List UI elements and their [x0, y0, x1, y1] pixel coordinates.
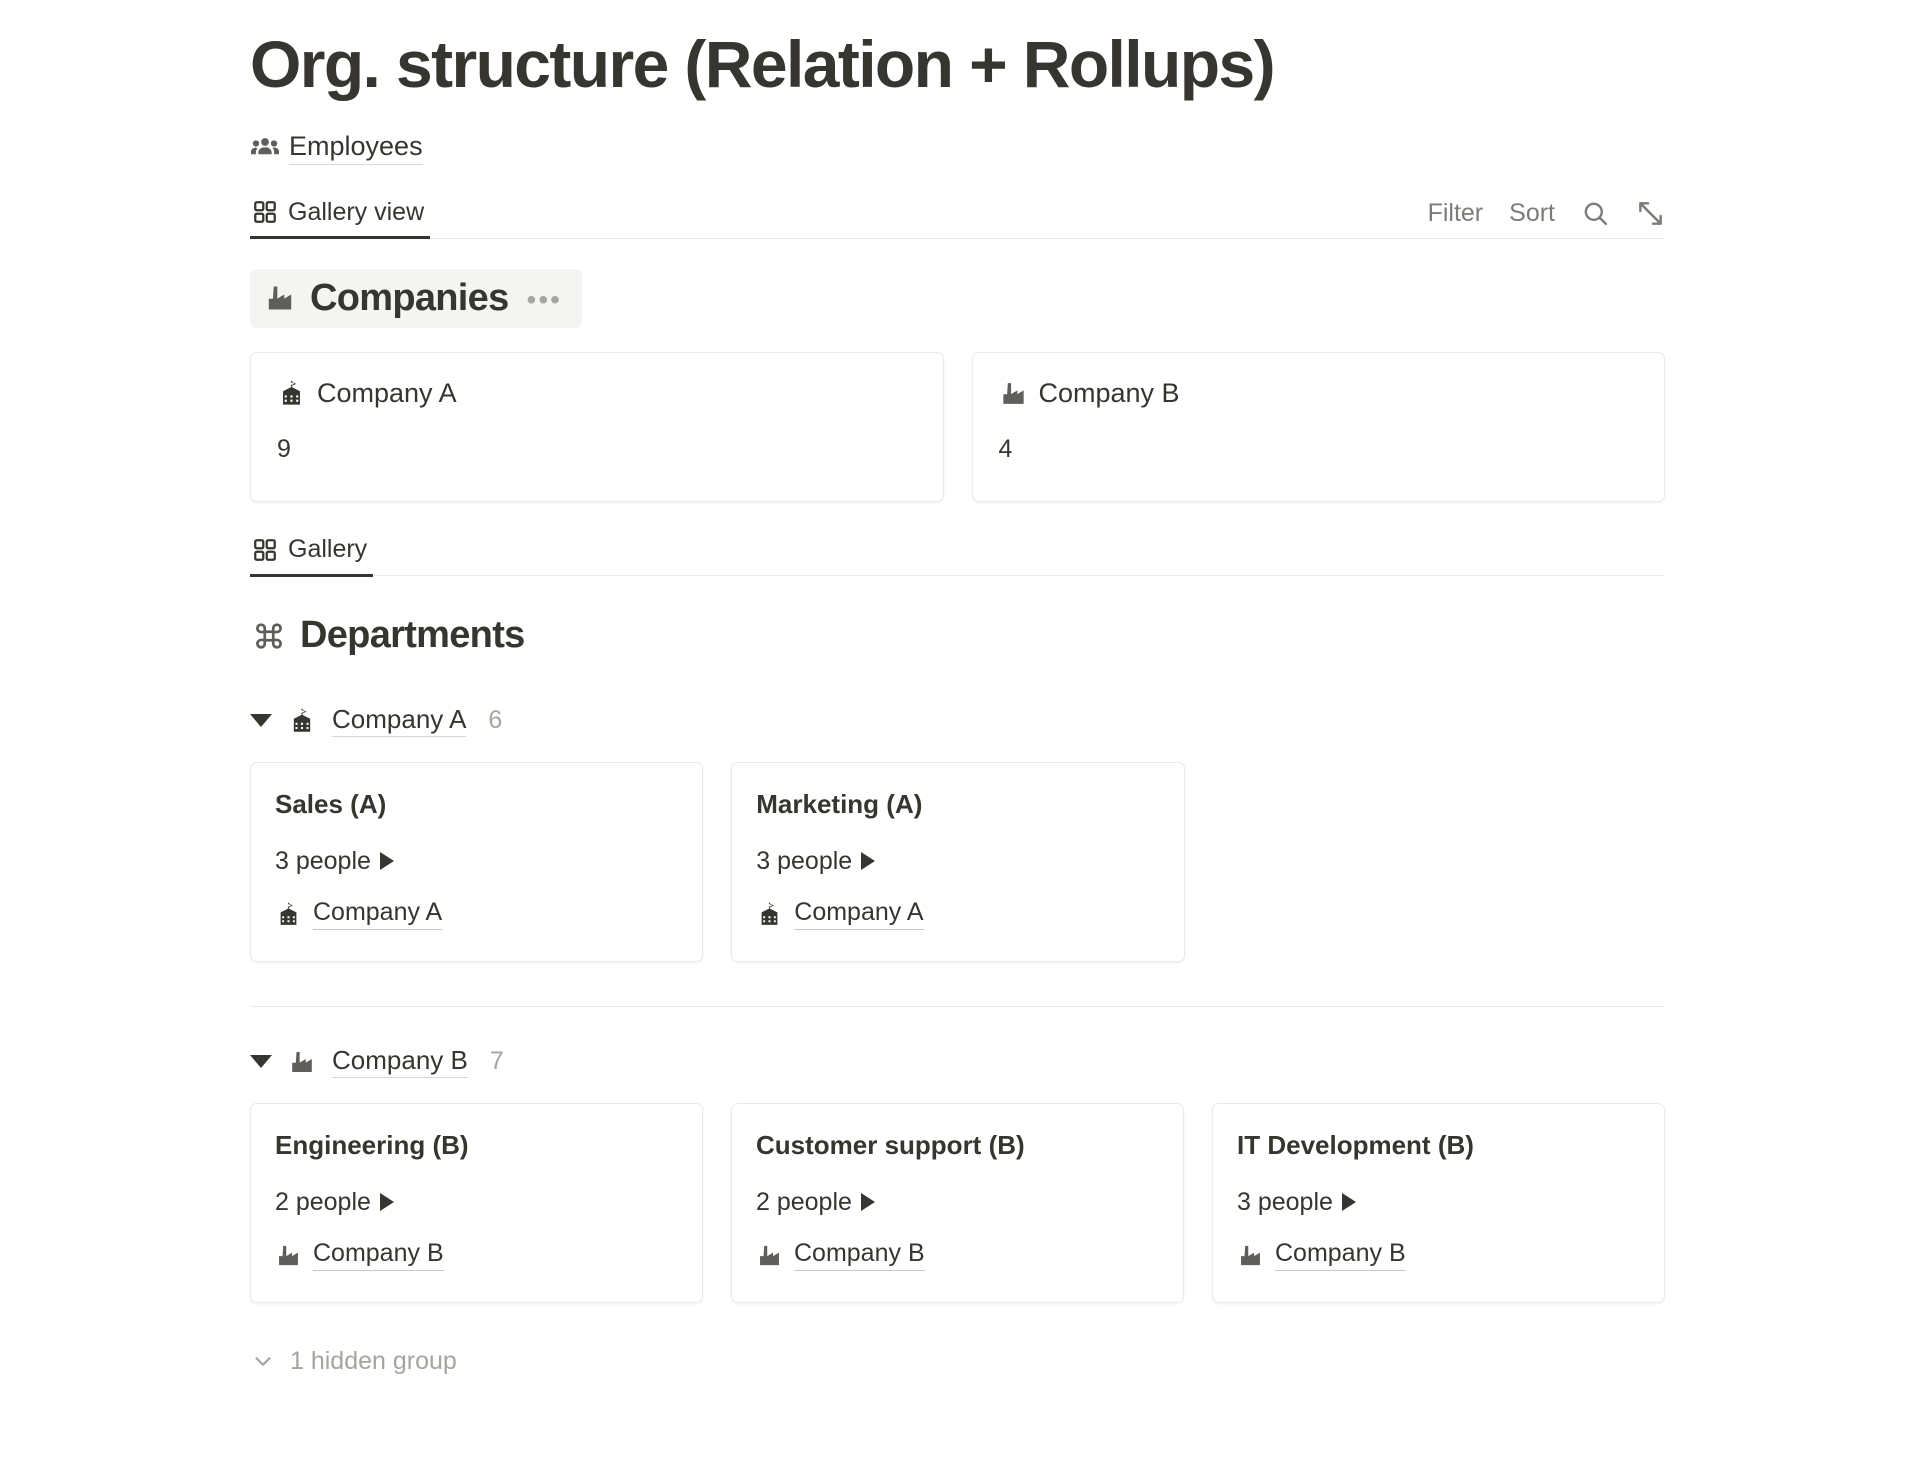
triangle-right-icon[interactable] [860, 1193, 875, 1212]
department-card-title: IT Development (B) [1237, 1129, 1474, 1160]
people-icon [250, 133, 280, 163]
page-content: Org. structure (Relation + Rollups) Empl… [250, 0, 1665, 1376]
school-building-icon [288, 707, 316, 735]
department-card-relation-label[interactable]: Company B [1275, 1239, 1406, 1271]
group-divider [250, 1005, 1665, 1007]
department-card-relation[interactable]: Company B [1237, 1239, 1640, 1271]
expand-diagonal-icon[interactable] [1636, 199, 1665, 228]
group-header-company-b[interactable]: Company B 7 [250, 1043, 1665, 1081]
chevron-down-icon[interactable] [250, 1348, 276, 1374]
tab-gallery-label: Gallery [288, 535, 368, 564]
department-card-relation[interactable]: Company A [756, 898, 1159, 930]
department-card-people[interactable]: 3 people [756, 846, 1159, 876]
department-card-relation-label[interactable]: Company A [313, 898, 443, 930]
group-link-company-b[interactable]: Company B [332, 1045, 468, 1079]
group-count-company-a: 6 [488, 706, 503, 735]
source-database-link[interactable]: Employees [250, 131, 1665, 165]
department-card-people[interactable]: 3 people [275, 846, 678, 876]
triangle-right-icon[interactable] [1341, 1193, 1356, 1212]
factory-icon [275, 1242, 302, 1269]
company-card-title: Company A [317, 378, 457, 409]
company-card-value: 4 [998, 434, 1013, 463]
companies-section-title: Companies [310, 276, 509, 319]
factory-icon [756, 1242, 783, 1269]
factory-icon [264, 282, 296, 314]
department-card-people-label: 3 people [275, 847, 371, 876]
triangle-right-icon[interactable] [861, 852, 876, 871]
department-card[interactable]: IT Development (B) 3 people Company B [1212, 1102, 1665, 1303]
school-building-icon [277, 379, 306, 408]
department-card-relation-label[interactable]: Company A [794, 898, 924, 930]
department-card-people-label: 3 people [1237, 1188, 1333, 1217]
school-building-icon [275, 901, 302, 928]
department-grid-spacer [1213, 762, 1665, 962]
gallery-grid-icon [252, 537, 278, 563]
view-toolbar-actions: Filter Sort [1428, 199, 1665, 238]
caret-down-icon[interactable] [250, 714, 272, 728]
company-card[interactable]: Company A 9 [250, 352, 944, 503]
department-card[interactable]: Sales (A) 3 people Company A [250, 761, 704, 962]
triangle-right-icon[interactable] [379, 852, 394, 871]
department-card-title: Engineering (B) [275, 1129, 469, 1160]
tab-gallery-view-label: Gallery view [288, 197, 425, 226]
group-link-company-a[interactable]: Company A [332, 704, 467, 738]
department-card-grid-company-a: Sales (A) 3 people Company A Mar [250, 761, 1665, 962]
view-toolbar: Gallery view Filter Sort [250, 191, 1665, 240]
filter-button[interactable]: Filter [1427, 198, 1484, 227]
factory-icon [999, 379, 1028, 408]
tab-gallery[interactable]: Gallery [250, 535, 374, 577]
hidden-group-toggle[interactable]: 1 hidden group [250, 1347, 1665, 1376]
department-card-title: Customer support (B) [756, 1129, 1025, 1160]
command-loop-icon [252, 619, 286, 653]
department-card-grid-company-b: Engineering (B) 2 people Company B Custo… [250, 1102, 1665, 1303]
company-card-title: Company B [1038, 378, 1180, 409]
department-card-people[interactable]: 2 people [756, 1187, 1159, 1217]
companies-card-grid: Company A 9 Company B 4 [250, 352, 1665, 503]
hidden-group-label: 1 hidden group [290, 1346, 457, 1375]
departments-section-title: Departments [300, 614, 525, 657]
department-card[interactable]: Engineering (B) 2 people Company B [250, 1102, 703, 1303]
department-card-relation-label[interactable]: Company B [313, 1239, 444, 1271]
department-card-relation[interactable]: Company A [275, 898, 678, 930]
department-card-title: Marketing (A) [756, 788, 923, 819]
companies-section-menu-button[interactable]: ••• [526, 284, 562, 316]
factory-icon [288, 1048, 316, 1076]
department-card-title: Sales (A) [275, 788, 387, 819]
company-card[interactable]: Company B 4 [971, 352, 1665, 503]
companies-section-header[interactable]: Companies ••• [250, 268, 582, 329]
departments-section-header[interactable]: Departments [250, 606, 527, 666]
department-card-people[interactable]: 2 people [275, 1187, 678, 1217]
department-card[interactable]: Customer support (B) 2 people Company B [731, 1102, 1184, 1303]
department-card[interactable]: Marketing (A) 3 people Company A [731, 761, 1185, 962]
department-card-people-label: 2 people [275, 1188, 371, 1217]
school-building-icon [756, 901, 783, 928]
department-card-people[interactable]: 3 people [1237, 1187, 1640, 1217]
company-card-title-row: Company A [277, 377, 917, 409]
view-tabs: Gallery view [250, 191, 431, 240]
sort-button[interactable]: Sort [1509, 198, 1555, 227]
gallery-view-tabs: Gallery [250, 530, 1665, 577]
department-card-people-label: 3 people [756, 847, 853, 876]
company-card-value: 9 [277, 434, 291, 463]
search-icon[interactable] [1581, 199, 1610, 228]
company-card-title-row: Company B [999, 377, 1639, 409]
department-card-relation-label[interactable]: Company B [794, 1239, 925, 1271]
triangle-right-icon[interactable] [379, 1193, 394, 1212]
gallery-grid-icon [252, 199, 278, 225]
department-card-relation[interactable]: Company B [275, 1239, 678, 1271]
department-card-people-label: 2 people [756, 1188, 852, 1217]
caret-down-icon[interactable] [250, 1055, 272, 1069]
factory-icon [1237, 1242, 1264, 1269]
source-database-label: Employees [289, 131, 423, 165]
page-title: Org. structure (Relation + Rollups) [250, 27, 1276, 101]
department-card-relation[interactable]: Company B [756, 1239, 1159, 1271]
group-header-company-a[interactable]: Company A 6 [250, 702, 1665, 740]
group-count-company-b: 7 [489, 1047, 504, 1076]
tab-gallery-view[interactable]: Gallery view [250, 197, 431, 240]
